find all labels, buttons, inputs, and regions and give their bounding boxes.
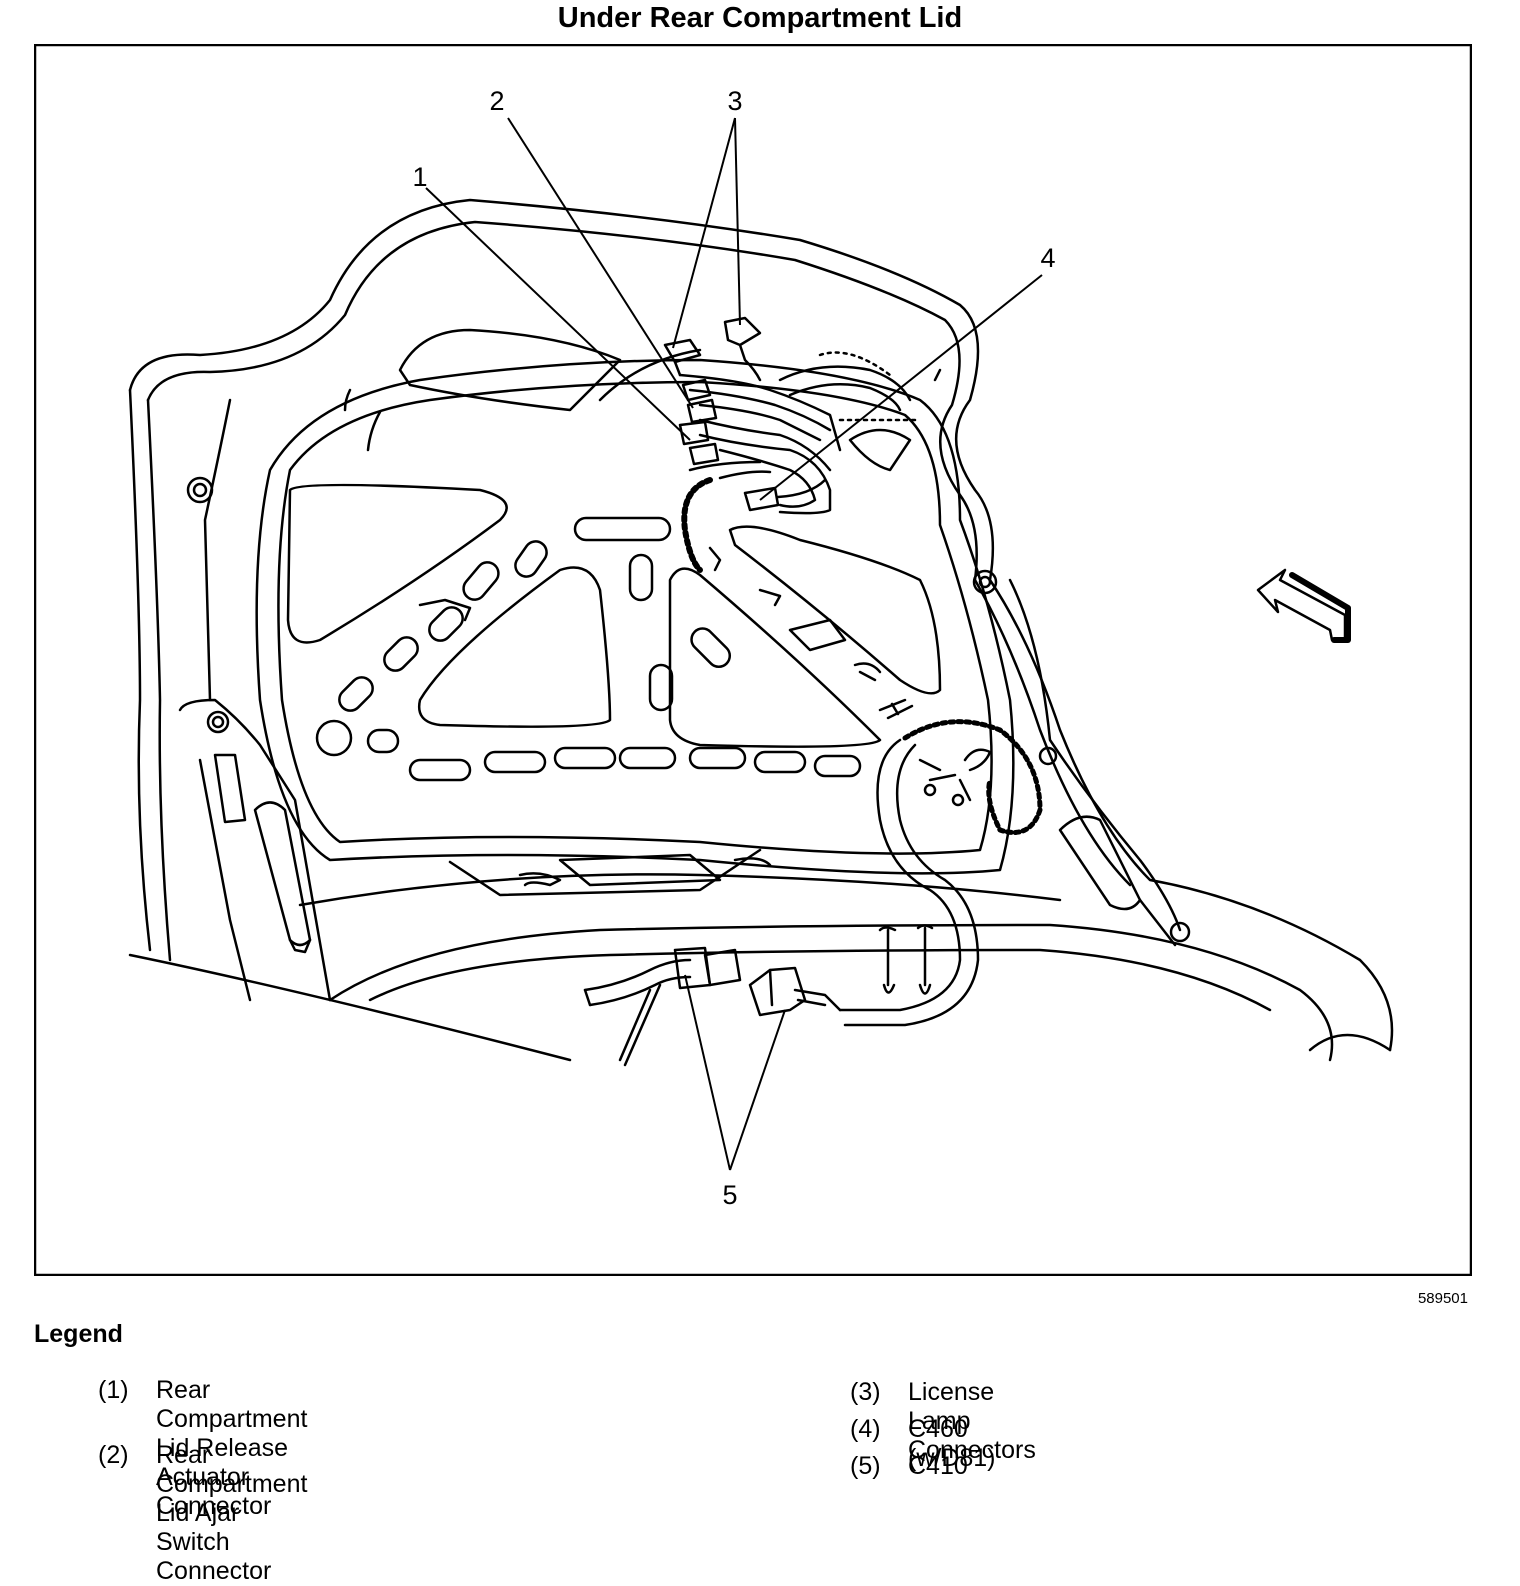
diagram-title: Under Rear Compartment Lid — [557, 2, 963, 34]
legend-item-number: (1) — [98, 1376, 129, 1404]
legend-item-number: (5) — [850, 1452, 881, 1480]
legend-item-text: License Lamp Connectors — [908, 1378, 1036, 1464]
callout-2: 2 — [489, 86, 504, 116]
diagram-frame: 1 2 3 4 5 — [34, 44, 1472, 1276]
legend-item-text: C410 — [908, 1452, 968, 1480]
legend-item-number: (4) — [850, 1415, 881, 1443]
figure-number: 589501 — [1417, 1290, 1468, 1307]
legend-heading: Legend — [34, 1320, 123, 1348]
callout-1: 1 — [412, 162, 427, 192]
callout-3: 3 — [727, 86, 742, 116]
legend-item-text: C460 (w/D81) — [908, 1415, 996, 1472]
leader-lines — [425, 117, 1043, 1171]
legend-item-number: (2) — [98, 1441, 129, 1469]
callout-5: 5 — [722, 1180, 737, 1210]
wiring-harness — [583, 316, 1351, 1067]
legend-item-number: (3) — [850, 1378, 881, 1406]
callout-4: 4 — [1040, 243, 1055, 273]
lid-outline — [128, 198, 1394, 1062]
